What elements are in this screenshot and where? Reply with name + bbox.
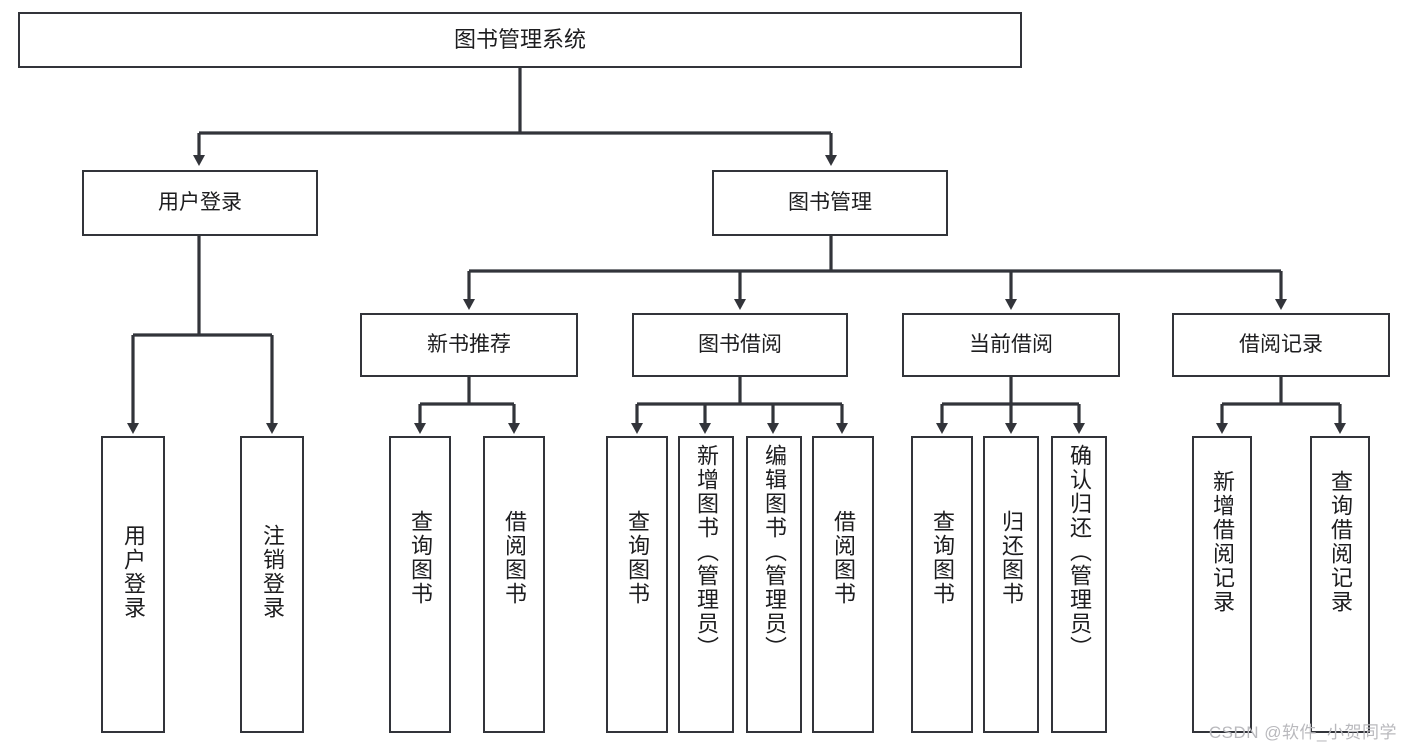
node-borrow-record[interactable]: 借阅记录: [1172, 313, 1390, 377]
node-current-borrow-label: 当前借阅: [969, 332, 1053, 356]
node-leaf-query-record-label: 查询借阅记录: [1328, 470, 1353, 614]
node-root[interactable]: 图书管理系统: [18, 12, 1022, 68]
csdn-watermark: CSDN @软件_小贺同学: [1208, 723, 1397, 742]
node-borrow-record-label: 借阅记录: [1239, 332, 1323, 356]
node-leaf-add-book[interactable]: 新增图书（管理员）: [678, 436, 734, 733]
node-leaf-return-book[interactable]: 归还图书: [983, 436, 1039, 733]
node-leaf-borrow-book-1[interactable]: 借阅图书: [483, 436, 545, 733]
node-new-book-recommend-label: 新书推荐: [427, 332, 511, 356]
node-leaf-user-login[interactable]: 用户登录: [101, 436, 165, 733]
node-leaf-user-login-label: 用户登录: [121, 524, 146, 620]
node-book-borrow-label: 图书借阅: [698, 332, 782, 356]
node-leaf-query-book-3-label: 查询图书: [930, 510, 955, 606]
node-leaf-query-book-1-label: 查询图书: [408, 510, 433, 606]
node-leaf-query-book-1[interactable]: 查询图书: [389, 436, 451, 733]
node-leaf-edit-book-label: 编辑图书（管理员）: [762, 444, 787, 660]
node-leaf-add-record-label: 新增借阅记录: [1210, 470, 1235, 614]
node-leaf-return-book-label: 归还图书: [999, 510, 1024, 606]
node-current-borrow[interactable]: 当前借阅: [902, 313, 1120, 377]
node-leaf-borrow-book-2[interactable]: 借阅图书: [812, 436, 874, 733]
node-leaf-query-book-2[interactable]: 查询图书: [606, 436, 668, 733]
node-leaf-confirm-return[interactable]: 确认归还（管理员）: [1051, 436, 1107, 733]
node-leaf-confirm-return-label: 确认归还（管理员）: [1067, 444, 1092, 660]
node-leaf-query-book-3[interactable]: 查询图书: [911, 436, 973, 733]
node-leaf-add-record[interactable]: 新增借阅记录: [1192, 436, 1252, 733]
node-leaf-query-record[interactable]: 查询借阅记录: [1310, 436, 1370, 733]
node-user-login-label: 用户登录: [158, 190, 242, 214]
node-leaf-borrow-book-1-label: 借阅图书: [502, 510, 527, 606]
node-leaf-edit-book[interactable]: 编辑图书（管理员）: [746, 436, 802, 733]
node-leaf-logout-login-label: 注销登录: [260, 524, 285, 620]
node-book-management[interactable]: 图书管理: [712, 170, 948, 236]
node-leaf-add-book-label: 新增图书（管理员）: [694, 444, 719, 660]
node-leaf-query-book-2-label: 查询图书: [625, 510, 650, 606]
node-root-label: 图书管理系统: [453, 27, 586, 53]
node-leaf-borrow-book-2-label: 借阅图书: [831, 510, 856, 606]
node-new-book-recommend[interactable]: 新书推荐: [360, 313, 578, 377]
node-book-management-label: 图书管理: [788, 190, 872, 214]
node-leaf-logout-login[interactable]: 注销登录: [240, 436, 304, 733]
node-book-borrow[interactable]: 图书借阅: [632, 313, 848, 377]
node-user-login[interactable]: 用户登录: [82, 170, 318, 236]
